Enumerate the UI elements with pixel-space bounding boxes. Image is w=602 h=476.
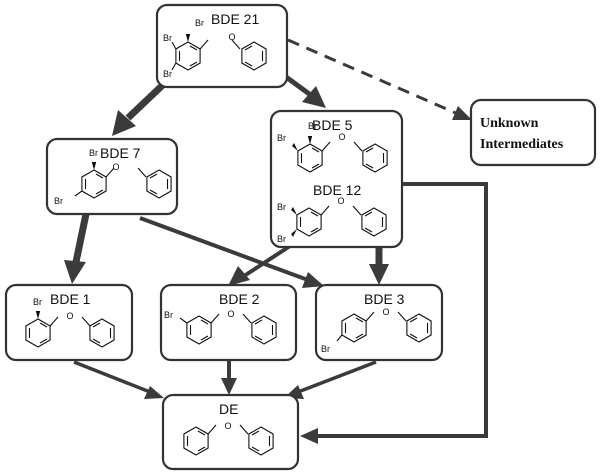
edges	[64, 38, 488, 444]
arrow-bde12-de	[316, 182, 488, 438]
arrowhead	[302, 86, 326, 108]
arrow-bde1-de	[73, 360, 151, 394]
ether-oxygen: O	[112, 162, 119, 172]
substituent-br: Br	[54, 196, 63, 206]
ether-oxygen: O	[66, 311, 73, 321]
node-bde7: BDE 7 Br Br O	[45, 137, 179, 216]
node-label: DE	[219, 401, 238, 417]
ether-oxygen: O	[227, 309, 234, 319]
node-label: BDE 12	[313, 182, 361, 198]
substituent-br: Br	[308, 121, 317, 131]
node-label: BDE 1	[50, 291, 91, 307]
node-bde21: BDE 21 Br Br Br O	[155, 3, 289, 89]
arrow-bde12-bde2	[242, 244, 292, 278]
arrowhead	[64, 260, 86, 284]
substituent-br: Br	[277, 133, 286, 143]
node-bde3: BDE 3 Br O	[314, 283, 444, 362]
substituent-br: Br	[163, 69, 172, 79]
node-label-line1: Unknown	[480, 116, 539, 131]
node-label: BDE 21	[211, 11, 259, 27]
ether-oxygen: O	[382, 307, 389, 317]
node-bde5: BDE 5 Br Br O	[277, 117, 388, 173]
substituent-br: Br	[163, 33, 172, 43]
substituent-br: Br	[277, 202, 286, 212]
substituent-br: Br	[321, 344, 330, 354]
arrow-bde3-de	[297, 360, 377, 394]
arrowhead	[452, 106, 472, 120]
node-label: BDE 3	[364, 291, 405, 307]
arrowhead	[228, 266, 250, 286]
node-label-line2: Intermediates	[480, 137, 564, 152]
node-bde1: BDE 1 Br O	[4, 283, 134, 362]
node-de: DE O	[161, 393, 300, 471]
substituent-br: Br	[164, 310, 173, 320]
arrowhead	[112, 110, 136, 136]
node-bde2: BDE 2 Br O	[159, 283, 298, 362]
substituent-br: Br	[33, 297, 42, 307]
node-bde12: BDE 12 Br Br O	[277, 182, 387, 244]
arrow-bde21-unknown	[287, 38, 459, 116]
arrowhead	[302, 272, 324, 288]
substituent-br: Br	[195, 18, 204, 28]
node-bde5-bde12: BDE 5 Br Br O BDE 12 Br	[269, 109, 404, 249]
arrow-bde7-bde3	[139, 216, 309, 282]
arrow-bde7-bde1	[72, 213, 90, 263]
ether-oxygen: O	[224, 421, 231, 431]
node-label: BDE 5	[312, 117, 353, 133]
arrowhead	[369, 264, 389, 285]
node-label: BDE 2	[219, 291, 260, 307]
substituent-br: Br	[89, 148, 98, 158]
substituent-br: Br	[277, 234, 286, 244]
arrowhead	[300, 428, 318, 444]
arrowhead	[144, 386, 164, 399]
ether-oxygen: O	[338, 132, 345, 142]
ether-oxygen: O	[337, 196, 344, 206]
ether-oxygen: O	[228, 32, 235, 42]
node-label: BDE 7	[100, 145, 141, 161]
arrowhead	[221, 378, 237, 395]
node-unknown-intermediates: Unknown Intermediates	[469, 98, 597, 167]
